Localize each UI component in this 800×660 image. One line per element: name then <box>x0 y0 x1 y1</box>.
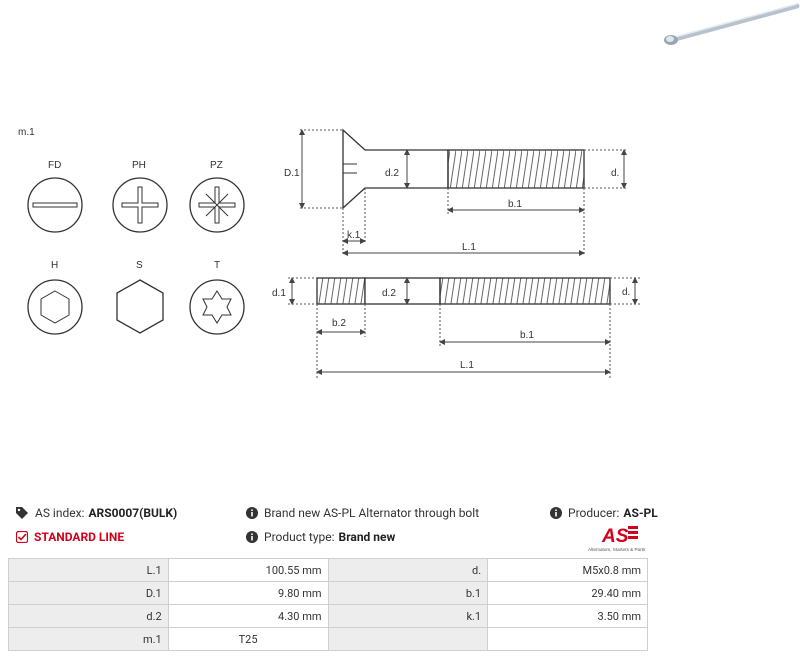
product-type-value: Brand new <box>338 530 396 544</box>
description-text: Brand new AS-PL Alternator through bolt <box>264 506 480 520</box>
dim-d2-bottom-label: d.2 <box>382 288 396 299</box>
dim-d-bottom-label: d. <box>622 287 630 298</box>
spec-value: 9.80 mm <box>167 581 329 605</box>
producer: Producer: AS-PL <box>550 506 658 520</box>
table-row: L.1 100.55 mm d. M5x0.8 mm <box>8 558 648 582</box>
head-label-fd: FD <box>48 160 61 171</box>
product-photo <box>664 3 800 45</box>
tags-icon <box>16 507 28 519</box>
pozidriv-icon <box>189 177 245 233</box>
spec-table: L.1 100.55 mm d. M5x0.8 mm D.1 9.80 mm b… <box>8 558 648 651</box>
spec-key: d. <box>327 558 489 582</box>
as-index-value: ARS0007(BULK) <box>88 506 178 520</box>
bolt-drawing-top: D.1 d.2 d. b.1 k.1 L.1 <box>284 128 628 256</box>
spec-value: 100.55 mm <box>167 558 329 582</box>
info-icon <box>246 507 258 519</box>
spec-key <box>327 627 489 651</box>
spec-key: m.1 <box>8 627 169 651</box>
head-label-s: S <box>136 260 143 271</box>
dim-d2-label: d.2 <box>385 168 399 179</box>
standard-line: STANDARD LINE <box>16 530 124 544</box>
as-pl-logo: AS Alternators, Starters & Parts <box>588 522 650 554</box>
m1-label: m.1 <box>18 127 35 138</box>
dim-k1-label: k.1 <box>347 230 361 241</box>
spec-key: k.1 <box>327 604 489 628</box>
phillips-icon <box>112 177 168 233</box>
dim-b2-label: b.2 <box>332 318 346 329</box>
product-description: Brand new AS-PL Alternator through bolt <box>246 506 479 520</box>
info-icon <box>246 531 258 543</box>
spec-value: 29.40 mm <box>487 581 648 605</box>
dim-L1-label: L.1 <box>462 242 476 253</box>
producer-label: Producer: <box>568 506 620 520</box>
dim-b1-label: b.1 <box>508 199 522 210</box>
dim-D1-label: D.1 <box>284 168 300 179</box>
table-row: D.1 9.80 mm b.1 29.40 mm <box>8 581 648 605</box>
table-row: d.2 4.30 mm k.1 3.50 mm <box>8 604 648 628</box>
dim-L1-bottom-label: L.1 <box>460 360 474 371</box>
hex-head-icon <box>116 279 164 334</box>
head-label-pz: PZ <box>210 160 223 171</box>
spec-value: M5x0.8 mm <box>487 558 648 582</box>
spec-value: T25 <box>167 627 329 651</box>
dim-d1-label: d.1 <box>272 288 286 299</box>
head-label-ph: PH <box>132 160 146 171</box>
dim-b1-bottom-label: b.1 <box>520 330 534 341</box>
bolt-drawing-bottom: d.1 d.2 d. b.2 b.1 L.1 <box>272 277 640 378</box>
technical-drawing: m.1 FD PH PZ H S T D.1 d.2 <box>18 127 640 378</box>
check-square-icon <box>16 531 28 543</box>
producer-value: AS-PL <box>623 506 658 520</box>
spec-value <box>487 627 648 651</box>
head-label-h: H <box>51 260 58 271</box>
as-index-label: AS index: <box>35 506 85 520</box>
hex-socket-icon <box>27 279 83 335</box>
spec-value: 4.30 mm <box>167 604 329 628</box>
info-icon <box>550 507 562 519</box>
as-index: AS index: ARS0007(BULK) <box>16 506 177 520</box>
spec-value: 3.50 mm <box>487 604 648 628</box>
spec-key: D.1 <box>8 581 169 605</box>
table-row: m.1 T25 <box>8 627 648 651</box>
logo-mark: AS <box>601 526 629 547</box>
torx-icon <box>189 279 245 335</box>
flat-slot-icon <box>27 177 83 233</box>
product-type-label: Product type: <box>264 530 335 544</box>
dim-d-label: d. <box>611 168 619 179</box>
product-type: Product type: Brand new <box>246 530 395 544</box>
standard-line-label: STANDARD LINE <box>34 530 125 544</box>
head-types: FD PH PZ H S T <box>27 160 245 335</box>
spec-key: d.2 <box>8 604 169 628</box>
spec-key: L.1 <box>8 558 169 582</box>
head-label-t: T <box>214 260 220 271</box>
logo-tagline: Alternators, Starters & Parts <box>588 547 646 552</box>
spec-key: b.1 <box>327 581 489 605</box>
